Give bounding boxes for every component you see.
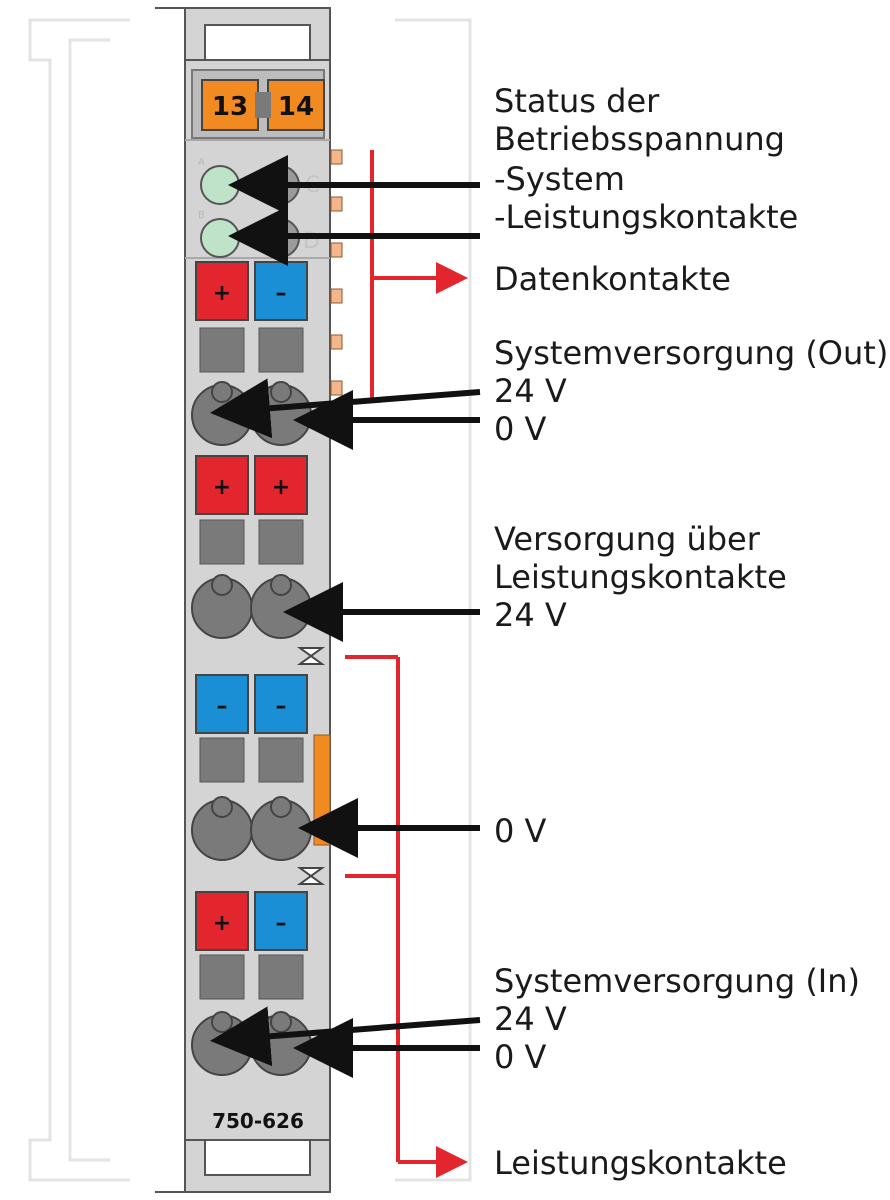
row1-left-sign: +	[213, 281, 231, 306]
pointer-arrows	[210, 155, 481, 1078]
label-sys-in-0v: 0 V	[494, 1038, 547, 1076]
power-contacts-bracket	[345, 655, 468, 1178]
terminal-row-3: – –	[191, 674, 331, 861]
label-status-power: -Leistungskontakte	[494, 198, 798, 236]
label-via-line2: Leistungskontakte	[494, 558, 787, 596]
neighbor-module-outline-right	[395, 18, 472, 1182]
led-power-contacts	[200, 218, 240, 258]
label-power-contacts: Leistungskontakte	[494, 1144, 787, 1182]
row4-left-sign: +	[213, 911, 231, 936]
label-sys-out-title: Systemversorgung (Out)	[494, 334, 888, 372]
led-letter-d: D	[303, 229, 320, 254]
led-letter-a: A	[198, 157, 205, 168]
label-status-line2: Betriebsspannung	[494, 120, 785, 158]
data-contact-pads	[330, 149, 343, 396]
label-via-24v: 24 V	[494, 596, 567, 634]
row1-right-sign: –	[276, 281, 287, 306]
terminal-row-2: + +	[191, 455, 312, 639]
label-via-line1: Versorgung über	[494, 520, 761, 558]
label-sys-out-0v: 0 V	[494, 410, 547, 448]
module-model-number: 750-626	[212, 1109, 304, 1133]
terminal-14-label: 14	[278, 92, 314, 122]
label-status-system: -System	[494, 160, 625, 198]
label-data-contacts: Datenkontakte	[494, 260, 731, 298]
neighbor-module-outline-left	[28, 18, 130, 1182]
terminal-13-label: 13	[212, 92, 248, 122]
row2-right-sign: +	[272, 475, 290, 500]
label-sys-in-24v: 24 V	[494, 1000, 567, 1038]
power-contact-markers	[296, 647, 326, 885]
data-contacts-bracket	[370, 150, 468, 400]
terminal-header: 13 14	[191, 69, 325, 139]
labels: Status der Betriebsspannung -System -Lei…	[494, 82, 888, 1182]
label-mid-0v: 0 V	[494, 812, 547, 850]
label-sys-out-24v: 24 V	[494, 372, 567, 410]
row3-right-sign: –	[276, 694, 287, 719]
led-letter-b: B	[198, 210, 205, 221]
row3-left-sign: –	[217, 694, 228, 719]
label-sys-in-title: Systemversorgung (In)	[494, 962, 860, 1000]
row2-left-sign: +	[213, 475, 231, 500]
label-status-line1: Status der	[494, 82, 660, 120]
row4-right-sign: –	[276, 911, 287, 936]
led-system	[200, 165, 240, 205]
